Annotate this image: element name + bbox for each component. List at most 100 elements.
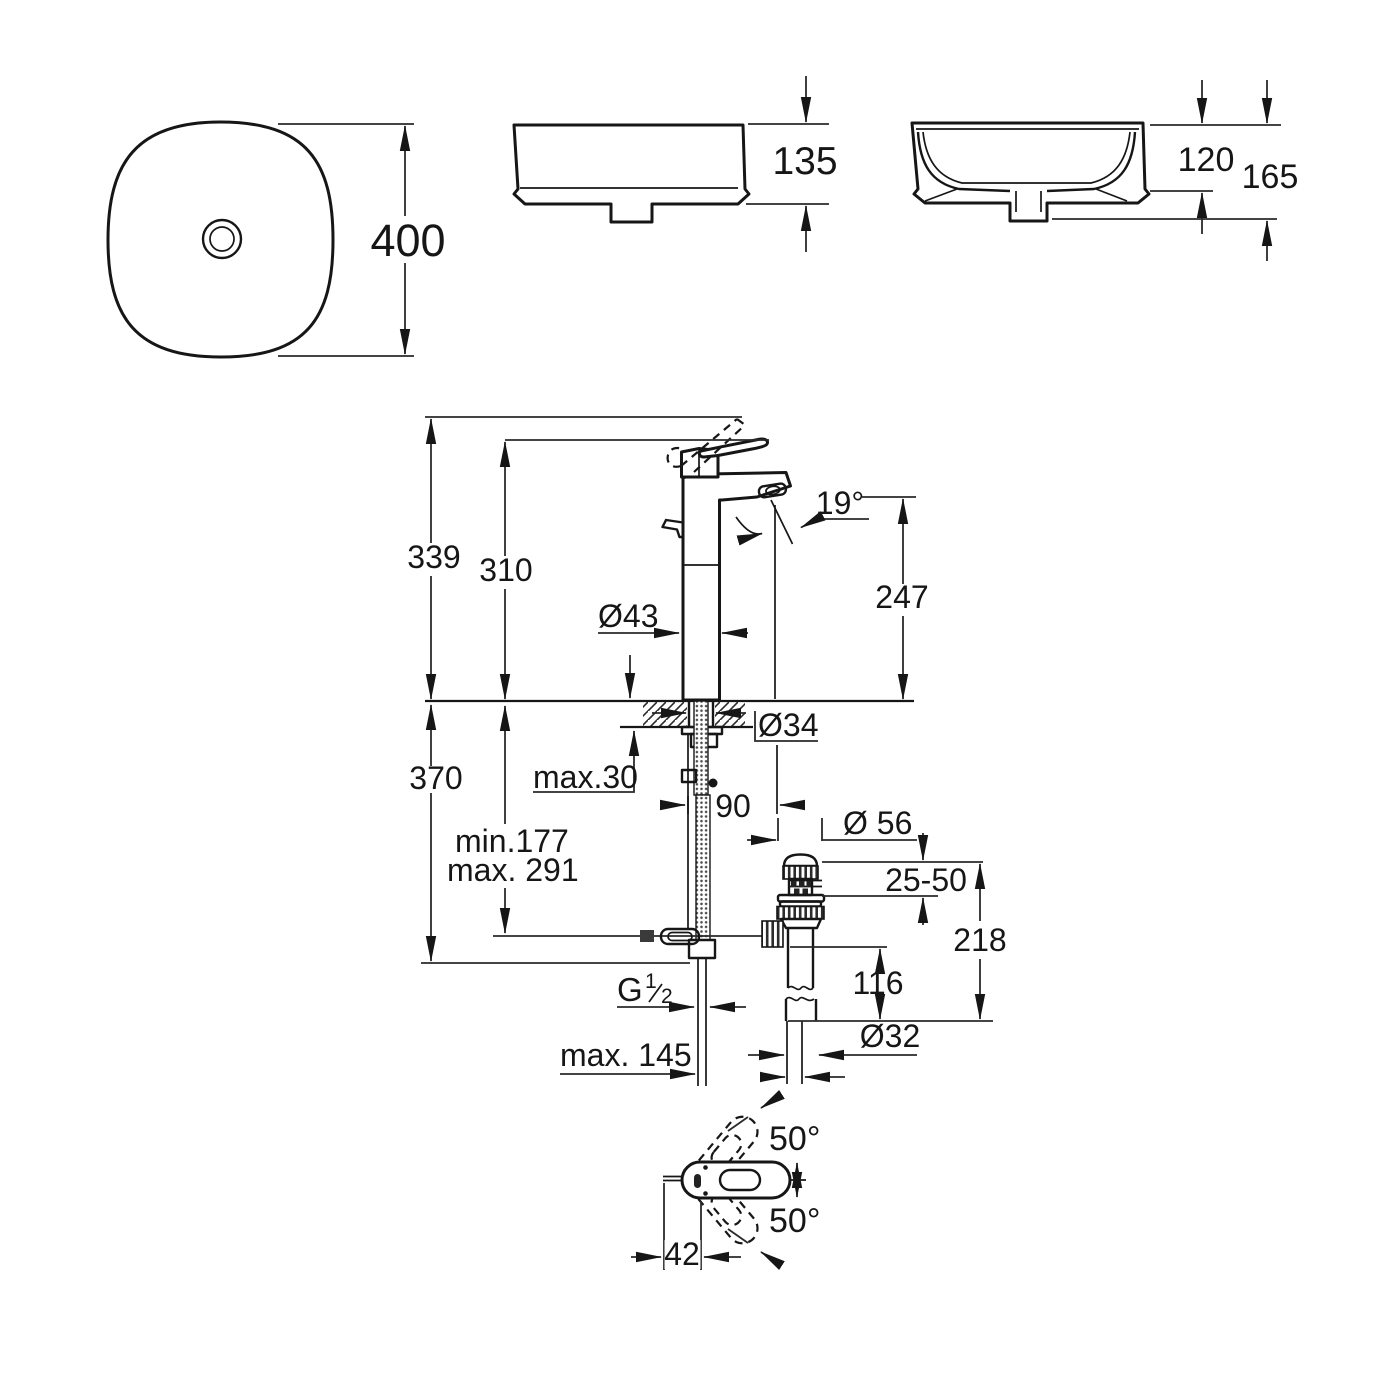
- thread-g-label: G: [617, 971, 643, 1008]
- dim-339: 339: [407, 418, 461, 700]
- drain-cap-ribs: [782, 865, 819, 880]
- handle-dot-top: [703, 1165, 708, 1170]
- dim-339-label: 339: [407, 539, 460, 575]
- handle-indicator: [694, 1174, 701, 1188]
- thread-num-label: 1: [645, 970, 657, 993]
- dim-19deg: 19°: [800, 485, 869, 529]
- deck-hatch-left: [643, 701, 687, 727]
- dim-247: 247: [875, 498, 929, 700]
- flexible-hose: [695, 794, 711, 941]
- drain-side-inlet-nut: [761, 920, 784, 948]
- dim-42-label-bg: [664, 1240, 701, 1269]
- dim-120-label: 120: [1178, 141, 1235, 179]
- drain-collar-ribs: [776, 905, 825, 920]
- dim-adjust-range: 25-50: [822, 833, 983, 925]
- dim-165-label: 165: [1242, 158, 1299, 196]
- deck-hatch-right: [715, 701, 745, 727]
- drain-slot-3: [806, 881, 811, 887]
- dim-247-label: 247: [875, 579, 928, 615]
- dim-120-165: 120 165: [1052, 80, 1298, 261]
- basin-waste-opening: [1015, 191, 1042, 212]
- basin-bowl-inner-curve: [922, 131, 1131, 184]
- dim-370: 370: [409, 704, 690, 964]
- lever-handle: [697, 437, 769, 459]
- dim-max-145-label: max. 145: [560, 1037, 692, 1073]
- dim-135: 135: [746, 76, 838, 252]
- basin-section-outline: [910, 121, 1151, 223]
- dim-body-diameter: Ø43: [598, 598, 748, 639]
- dim-body-diameter-label: Ø43: [598, 598, 658, 634]
- dim-swing-down-label: 50°: [769, 1202, 820, 1240]
- thread-den-label: 2: [661, 985, 673, 1008]
- dim-hose-range: min.177 max. 291: [447, 705, 579, 934]
- dim-pipe-diameter-label: Ø32: [860, 1018, 920, 1054]
- supply-dimensions: G 1 2 max. 145: [560, 970, 746, 1080]
- dim-cap-diameter: Ø 56: [747, 805, 917, 846]
- dim-218-label: 218: [953, 922, 1006, 958]
- pipe-break-top: [787, 985, 814, 991]
- dim-adjust-range-label: 25-50: [885, 862, 967, 898]
- dim-hole-diameter: Ø34: [652, 707, 818, 743]
- dim-218: 218: [953, 863, 1007, 1020]
- dim-deck-thickness: max.30: [533, 655, 640, 795]
- basin-front-view: 135: [512, 76, 838, 252]
- drain-hole-inner: [209, 226, 235, 252]
- dim-swing-up: 50°: [727, 1090, 820, 1158]
- g-half-nut: [687, 938, 717, 960]
- basin-section-view: 120 165: [910, 80, 1298, 261]
- dim-deck-thickness-label: max.30: [533, 759, 638, 795]
- dim-pipe-diameter: Ø32: [748, 1018, 920, 1083]
- dim-370-label: 370: [409, 760, 462, 796]
- dim-hole-diameter-label: Ø34: [758, 707, 818, 743]
- basin-top-view: 400: [106, 120, 446, 359]
- rod-link-eye: [659, 927, 701, 946]
- dim-cap-diameter-label: Ø 56: [843, 805, 912, 841]
- drain-hole-outer: [201, 218, 243, 260]
- dim-400: 400: [278, 123, 446, 357]
- drain-cap-dome: [782, 853, 819, 868]
- drain-dimensions: Ø 56 25-50 218 116: [747, 805, 1007, 1083]
- drain-slot-5: [802, 888, 808, 895]
- rod-guide: [680, 768, 698, 784]
- dim-90-label: 90: [715, 788, 751, 824]
- dim-hose-max-label: max. 291: [447, 852, 579, 888]
- drain-slot-2: [799, 881, 805, 887]
- dim-swing-up-label: 50°: [769, 1120, 820, 1158]
- pipe-break-bottom: [785, 996, 815, 1002]
- dim-42-label: 42: [664, 1236, 700, 1272]
- swing-extent-arrow: [789, 1162, 806, 1198]
- hose-dot: [708, 778, 718, 788]
- stream-angle-arc: [735, 516, 763, 546]
- faucet-dimensions: 339 310 19° 247 Ø43 Ø34: [407, 416, 929, 964]
- faucet-elevation: [661, 418, 794, 702]
- dim-42: 42: [631, 1183, 741, 1272]
- dim-116: 116: [788, 946, 993, 1022]
- handle-cutout: [718, 1168, 762, 1192]
- dim-400-label: 400: [370, 215, 445, 266]
- lever-raised-dashed: [666, 418, 746, 473]
- drain-slot-1: [791, 881, 797, 887]
- dim-19deg-label: 19°: [816, 485, 864, 521]
- counter-deck: [425, 699, 914, 729]
- dim-90: 90: [660, 745, 805, 824]
- faucet-underdeck: [493, 700, 766, 1086]
- pullrod-knob: [661, 518, 684, 539]
- handle-dot-bottom: [703, 1191, 708, 1196]
- rod-end-cap: [640, 930, 654, 942]
- rod-link-eye-inner: [667, 931, 693, 942]
- drain-tee-body: [779, 917, 823, 930]
- basin-outline: [106, 120, 335, 359]
- drain-assembly: [761, 853, 826, 1084]
- dim-swing-down: 50°: [727, 1202, 820, 1270]
- basin-front-outline: [512, 123, 751, 224]
- dim-135-label: 135: [772, 140, 837, 183]
- dim-310: 310: [479, 441, 533, 700]
- dim-thread: G 1 2: [617, 970, 746, 1013]
- basin-shell-cut: [924, 188, 1128, 202]
- dim-max-145: max. 145: [560, 1037, 696, 1080]
- dim-310-label: 310: [479, 552, 532, 588]
- drain-slot-4: [794, 888, 800, 895]
- dim-hose-min-label: min.177: [455, 823, 569, 859]
